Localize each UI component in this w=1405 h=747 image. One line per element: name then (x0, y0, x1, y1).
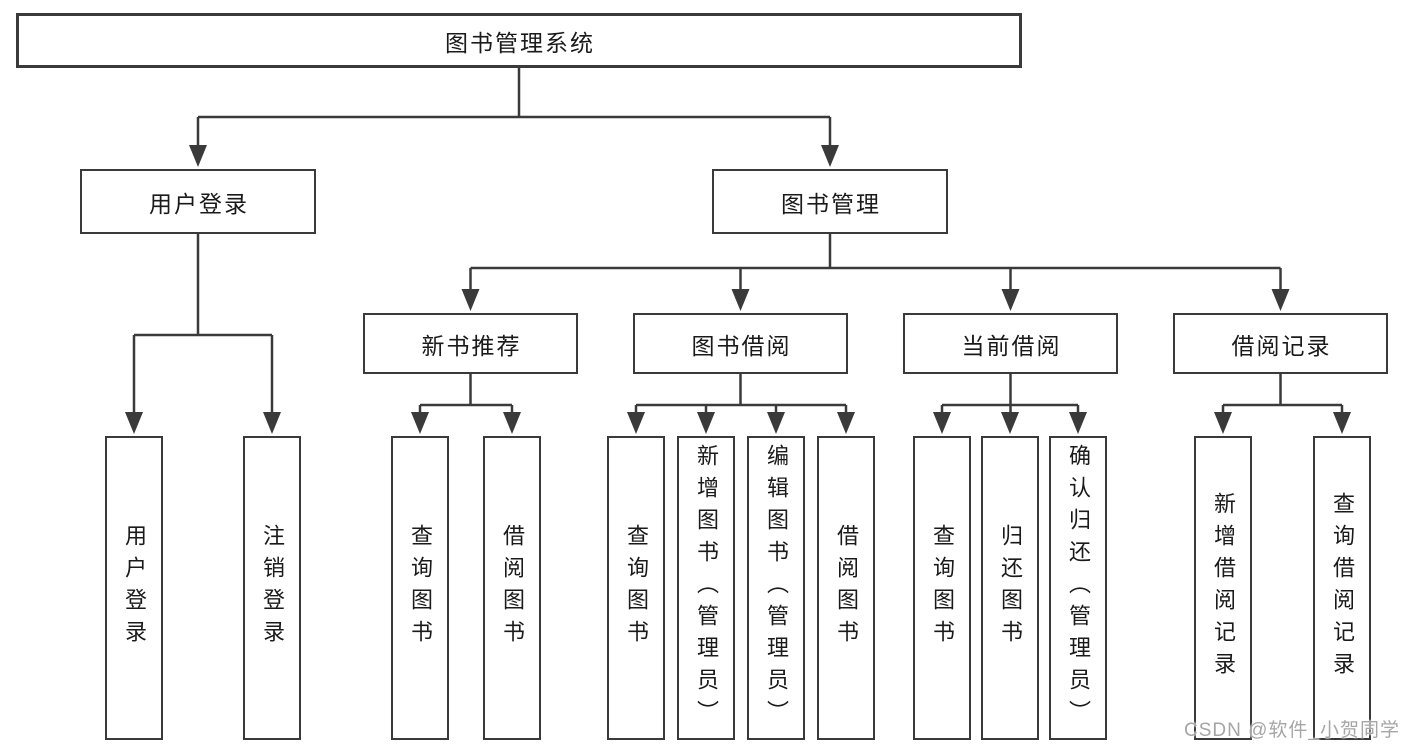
node-user-login-group-label: 用户登录 (149, 190, 249, 217)
node-book-borrowing-label: 图书借阅 (691, 332, 792, 359)
leaf-newbook-borrow-books: 借阅图书 (483, 436, 541, 740)
node-root: 图书管理系统 (16, 13, 1022, 68)
leaf-user-login-label: 用户登录 (122, 524, 147, 652)
node-book-borrowing: 图书借阅 (633, 313, 848, 374)
leaf-current-query-books: 查询图书 (913, 436, 971, 740)
node-book-management-label: 图书管理 (781, 190, 881, 217)
leaf-borrowing-edit-book-admin-label: 编辑图书（管理员） (764, 444, 789, 732)
leaf-current-query-books-label: 查询图书 (930, 524, 955, 652)
node-book-management: 图书管理 (712, 169, 948, 234)
leaf-logout-label: 注销登录 (260, 524, 285, 652)
node-new-book-recommend-label: 新书推荐 (421, 332, 522, 359)
leaf-current-confirm-return-admin: 确认归还（管理员） (1049, 436, 1107, 740)
node-new-book-recommend: 新书推荐 (363, 313, 578, 374)
leaf-logout: 注销登录 (243, 436, 301, 740)
leaf-newbook-query-books: 查询图书 (391, 436, 449, 740)
leaf-records-query-borrow-record: 查询借阅记录 (1313, 436, 1371, 740)
leaf-records-add-borrow-record: 新增借阅记录 (1194, 436, 1252, 740)
node-current-borrowing-label: 当前借阅 (961, 332, 1062, 359)
node-root-label: 图书管理系统 (445, 29, 595, 56)
node-current-borrowing: 当前借阅 (903, 313, 1118, 374)
node-borrow-records: 借阅记录 (1173, 313, 1388, 374)
leaf-current-confirm-return-admin-label: 确认归还（管理员） (1066, 444, 1091, 732)
leaf-newbook-query-books-label: 查询图书 (408, 524, 433, 652)
leaf-current-return-books: 归还图书 (981, 436, 1039, 740)
leaf-newbook-borrow-books-label: 借阅图书 (500, 524, 525, 652)
leaf-records-add-borrow-record-label: 新增借阅记录 (1211, 492, 1236, 684)
node-user-login-group: 用户登录 (80, 169, 316, 234)
leaf-borrowing-borrow-books: 借阅图书 (817, 436, 875, 740)
leaf-records-query-borrow-record-label: 查询借阅记录 (1330, 492, 1355, 684)
leaf-user-login: 用户登录 (105, 436, 163, 740)
leaf-borrowing-edit-book-admin: 编辑图书（管理员） (747, 436, 805, 740)
leaf-borrowing-query-books: 查询图书 (607, 436, 665, 740)
node-borrow-records-label: 借阅记录 (1231, 332, 1332, 359)
leaf-borrowing-query-books-label: 查询图书 (624, 524, 649, 652)
leaf-current-return-books-label: 归还图书 (998, 524, 1023, 652)
csdn-watermark: CSDN @软件_小贺同学 (1184, 720, 1400, 741)
leaf-borrowing-add-book-admin-label: 新增图书（管理员） (694, 444, 719, 732)
leaf-borrowing-add-book-admin: 新增图书（管理员） (677, 436, 735, 740)
leaf-borrowing-borrow-books-label: 借阅图书 (834, 524, 859, 652)
